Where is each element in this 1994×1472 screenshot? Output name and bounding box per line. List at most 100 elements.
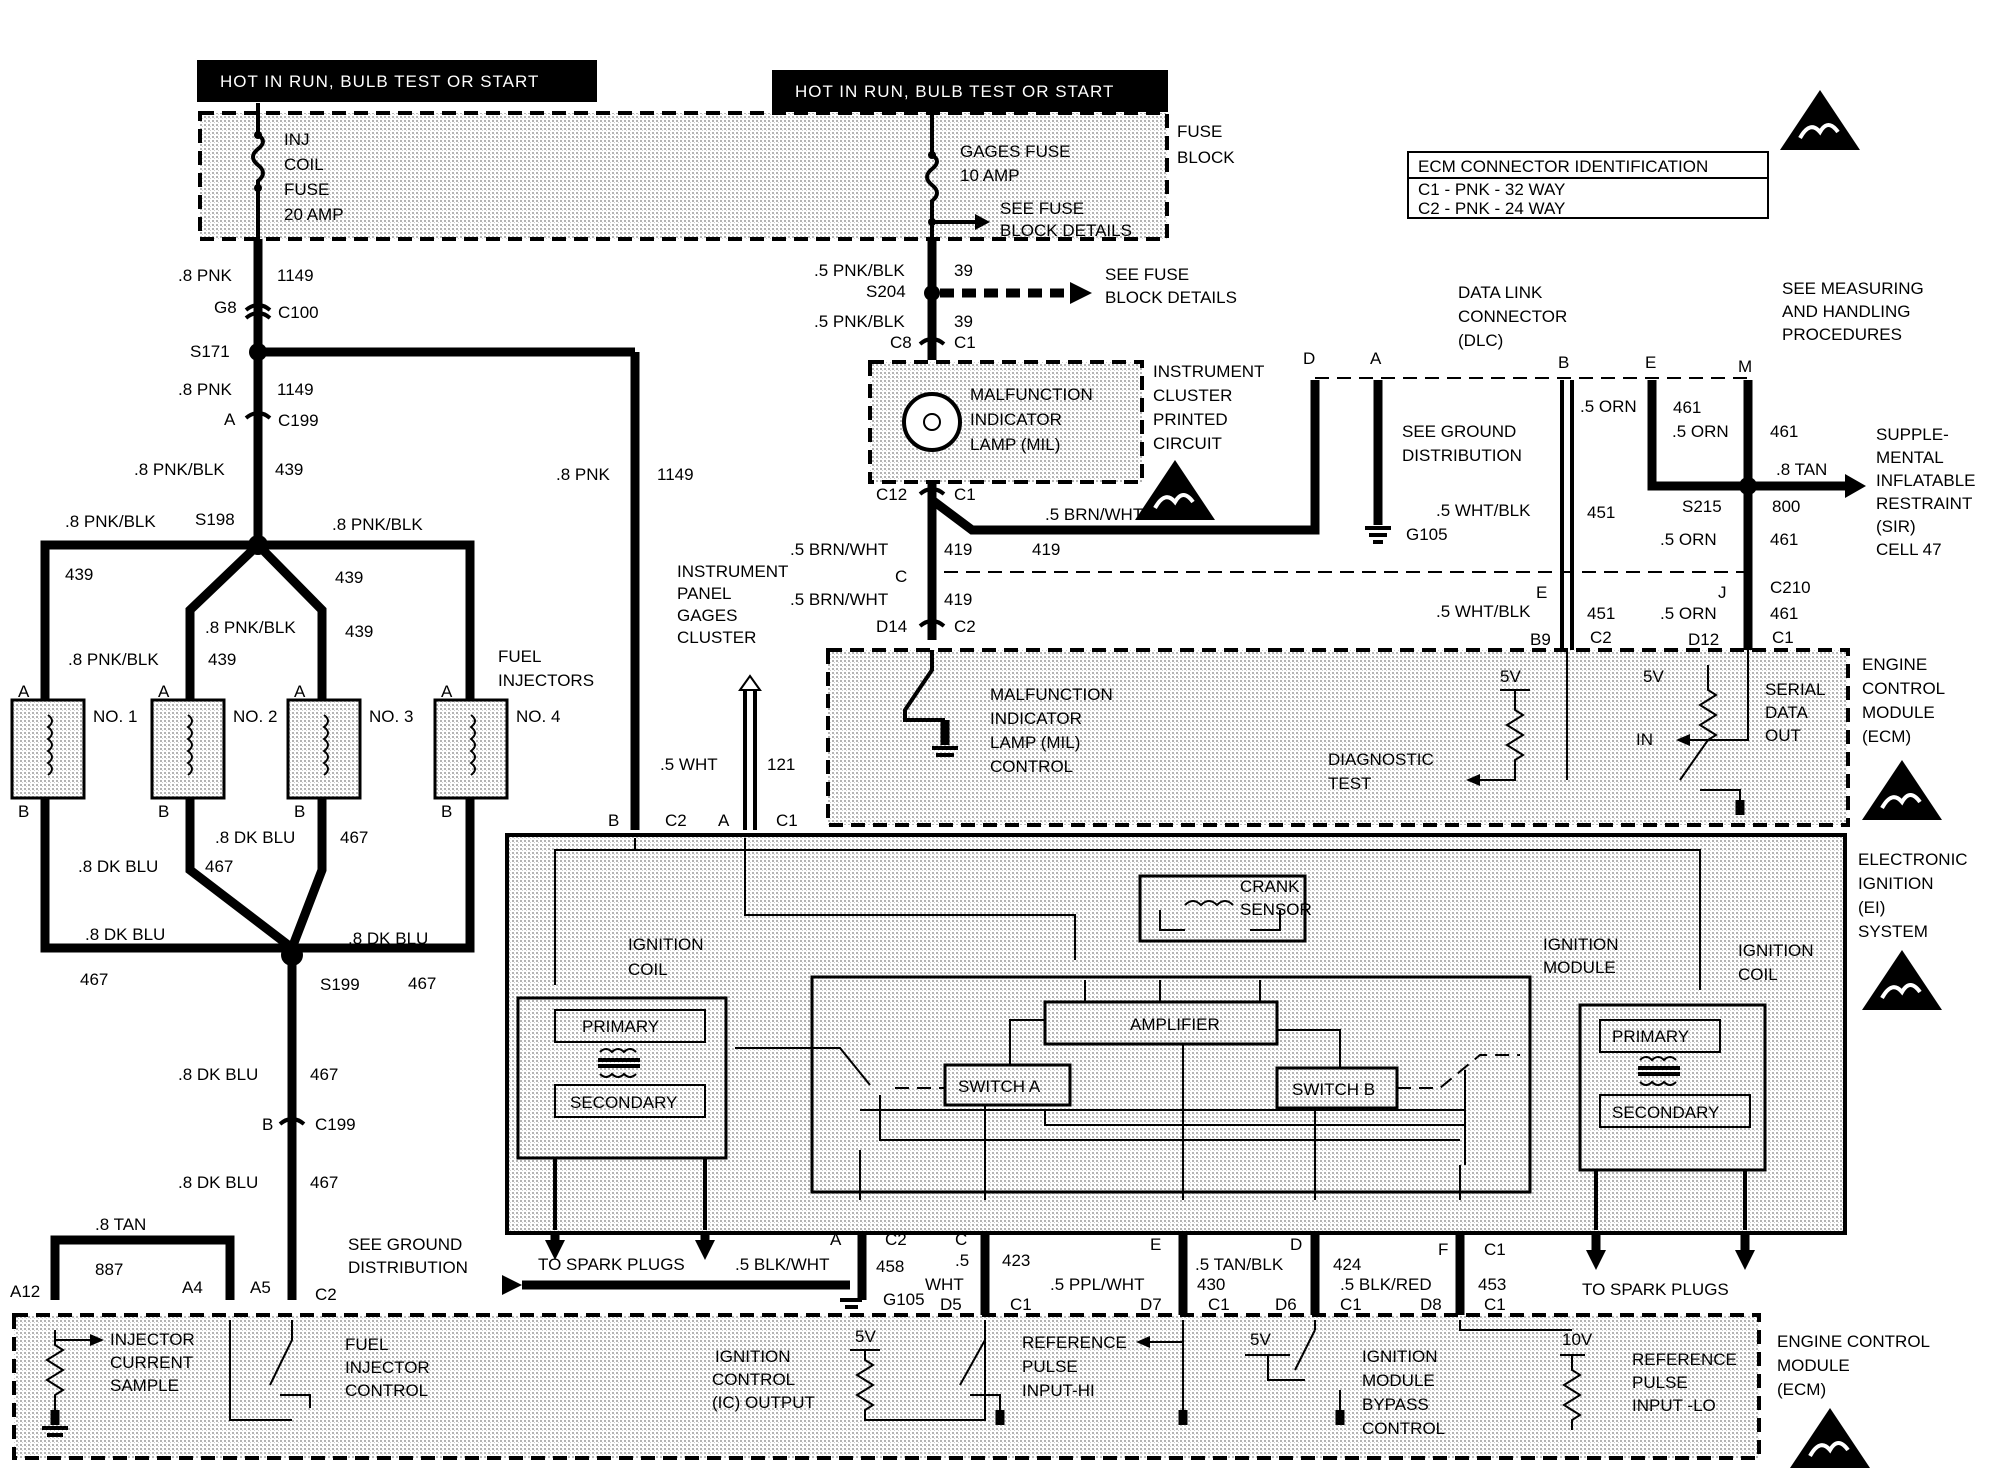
hot-label-right-text: HOT IN RUN, BULB TEST OR START	[795, 82, 1114, 101]
svg-text:5V: 5V	[855, 1327, 876, 1346]
svg-text:B: B	[1558, 353, 1569, 372]
svg-text:467: 467	[205, 857, 233, 876]
esd-cluster-icon	[1133, 458, 1217, 522]
svg-text:MODULE: MODULE	[1543, 958, 1616, 977]
svg-text:A4: A4	[182, 1278, 203, 1297]
injector-4: A B NO. 4	[433, 682, 560, 821]
svg-text:GAGES: GAGES	[677, 606, 737, 625]
svg-text:.5 BLK/RED: .5 BLK/RED	[1340, 1275, 1432, 1294]
fuse-block: FUSE BLOCK INJ COIL FUSE 20 AMP GAGES FU…	[198, 103, 1235, 241]
svg-text:461: 461	[1770, 530, 1798, 549]
svg-text:PRIMARY: PRIMARY	[582, 1017, 659, 1036]
svg-text:(ECM): (ECM)	[1777, 1380, 1826, 1399]
svg-text:467: 467	[408, 974, 436, 993]
svg-text:CONTROL: CONTROL	[1862, 679, 1945, 698]
svg-text:IGNITION: IGNITION	[715, 1347, 791, 1366]
svg-text:453: 453	[1478, 1275, 1506, 1294]
svg-text:NO. 2: NO. 2	[233, 707, 277, 726]
inj-fuse-label-1: INJ	[284, 130, 310, 149]
svg-text:.5 PNK/BLK: .5 PNK/BLK	[814, 312, 905, 331]
svg-text:C2: C2	[1590, 628, 1612, 647]
svg-text:423: 423	[1002, 1251, 1030, 1270]
svg-text:INJECTOR: INJECTOR	[110, 1330, 195, 1349]
svg-text:439: 439	[208, 650, 236, 669]
svg-text:IGNITION: IGNITION	[1738, 941, 1814, 960]
svg-text:A: A	[830, 1230, 842, 1249]
svg-text:SECONDARY: SECONDARY	[570, 1093, 677, 1112]
svg-text:467: 467	[80, 970, 108, 989]
fuel-injectors: FUEL INJECTORS A B NO. 1 A B NO. 2 A B N…	[10, 647, 594, 821]
svg-text:.8 PNK/BLK: .8 PNK/BLK	[65, 512, 156, 531]
svg-text:39: 39	[954, 312, 973, 331]
svg-text:M: M	[1738, 357, 1752, 376]
svg-text:.8 PNK: .8 PNK	[178, 266, 233, 285]
svg-text:MALFUNCTION: MALFUNCTION	[990, 685, 1113, 704]
svg-text:439: 439	[275, 460, 303, 479]
svg-text:C: C	[955, 1230, 967, 1249]
svg-text:D14: D14	[876, 617, 907, 636]
svg-text:MALFUNCTION: MALFUNCTION	[970, 385, 1093, 404]
svg-text:419: 419	[944, 590, 972, 609]
svg-text:TO SPARK PLUGS: TO SPARK PLUGS	[538, 1255, 685, 1274]
svg-text:CONTROL: CONTROL	[345, 1381, 428, 1400]
svg-text:A: A	[718, 811, 730, 830]
svg-text:5V: 5V	[1500, 667, 1521, 686]
svg-text:5V: 5V	[1250, 1330, 1271, 1349]
svg-text:D7: D7	[1140, 1295, 1162, 1314]
svg-text:WHT: WHT	[925, 1275, 964, 1294]
svg-text:DISTRIBUTION: DISTRIBUTION	[348, 1258, 468, 1277]
svg-text:424: 424	[1333, 1255, 1361, 1274]
svg-text:SUPPLE-: SUPPLE-	[1876, 425, 1949, 444]
svg-text:A12: A12	[10, 1282, 40, 1301]
svg-text:PRIMARY: PRIMARY	[1612, 1027, 1689, 1046]
injector-1: A B NO. 1	[10, 682, 137, 821]
svg-text:D6: D6	[1275, 1295, 1297, 1314]
measuring-note: SEE MEASURING AND HANDLING PROCEDURES	[1782, 279, 1924, 344]
svg-text:CONTROL: CONTROL	[712, 1370, 795, 1389]
svg-text:D: D	[1290, 1235, 1302, 1254]
svg-text:B: B	[294, 802, 305, 821]
svg-text:467: 467	[340, 828, 368, 847]
svg-text:INJECTOR: INJECTOR	[345, 1358, 430, 1377]
svg-text:DIAGNOSTIC: DIAGNOSTIC	[1328, 750, 1434, 769]
svg-text:419: 419	[944, 540, 972, 559]
svg-text:.8 PNK: .8 PNK	[556, 465, 611, 484]
svg-text:PULSE: PULSE	[1022, 1357, 1078, 1376]
svg-text:A: A	[294, 682, 306, 701]
svg-text:NO. 1: NO. 1	[93, 707, 137, 726]
svg-text:ENGINE CONTROL: ENGINE CONTROL	[1777, 1332, 1930, 1351]
svg-text:SWITCH B: SWITCH B	[1292, 1080, 1375, 1099]
svg-text:.8 DK BLU: .8 DK BLU	[78, 857, 158, 876]
svg-text:J: J	[1718, 583, 1727, 602]
svg-text:B: B	[262, 1115, 273, 1134]
svg-text:SEE FUSE: SEE FUSE	[1105, 265, 1189, 284]
svg-text:IGNITION: IGNITION	[1858, 874, 1934, 893]
svg-text:SEE GROUND: SEE GROUND	[1402, 422, 1516, 441]
svg-text:AND HANDLING: AND HANDLING	[1782, 302, 1910, 321]
svg-text:.8 PNK: .8 PNK	[178, 380, 233, 399]
ecm-top: MALFUNCTION INDICATOR LAMP (MIL) CONTROL…	[826, 648, 1945, 827]
svg-text:BLOCK DETAILS: BLOCK DETAILS	[1105, 288, 1237, 307]
svg-text:SWITCH A: SWITCH A	[958, 1077, 1041, 1096]
svg-text:OUT: OUT	[1765, 726, 1801, 745]
svg-text:(DLC): (DLC)	[1458, 331, 1503, 350]
svg-text:A: A	[18, 682, 30, 701]
svg-text:DISTRIBUTION: DISTRIBUTION	[1402, 446, 1522, 465]
svg-text:C1: C1	[1484, 1240, 1506, 1259]
hot-label-left-text: HOT IN RUN, BULB TEST OR START	[220, 72, 539, 91]
svg-text:PRINTED: PRINTED	[1153, 410, 1228, 429]
svg-text:INSTRUMENT: INSTRUMENT	[1153, 362, 1264, 381]
svg-text:461: 461	[1770, 604, 1798, 623]
left-power-feed: .8 PNK 1149 G8 C100 S171 .8 PNK 1149 .8 …	[40, 239, 694, 830]
svg-text:D: D	[1303, 349, 1315, 368]
svg-text:IGNITION: IGNITION	[628, 935, 704, 954]
see-fuse-details-2: BLOCK DETAILS	[1000, 221, 1132, 240]
svg-text:C1: C1	[1010, 1295, 1032, 1314]
svg-text:ELECTRONIC: ELECTRONIC	[1858, 850, 1968, 869]
svg-text:CLUSTER: CLUSTER	[677, 628, 756, 647]
svg-text:C1: C1	[1772, 628, 1794, 647]
svg-text:F: F	[1438, 1240, 1448, 1259]
gages-fuse-symbol	[925, 113, 939, 239]
svg-text:C2: C2	[315, 1285, 337, 1304]
